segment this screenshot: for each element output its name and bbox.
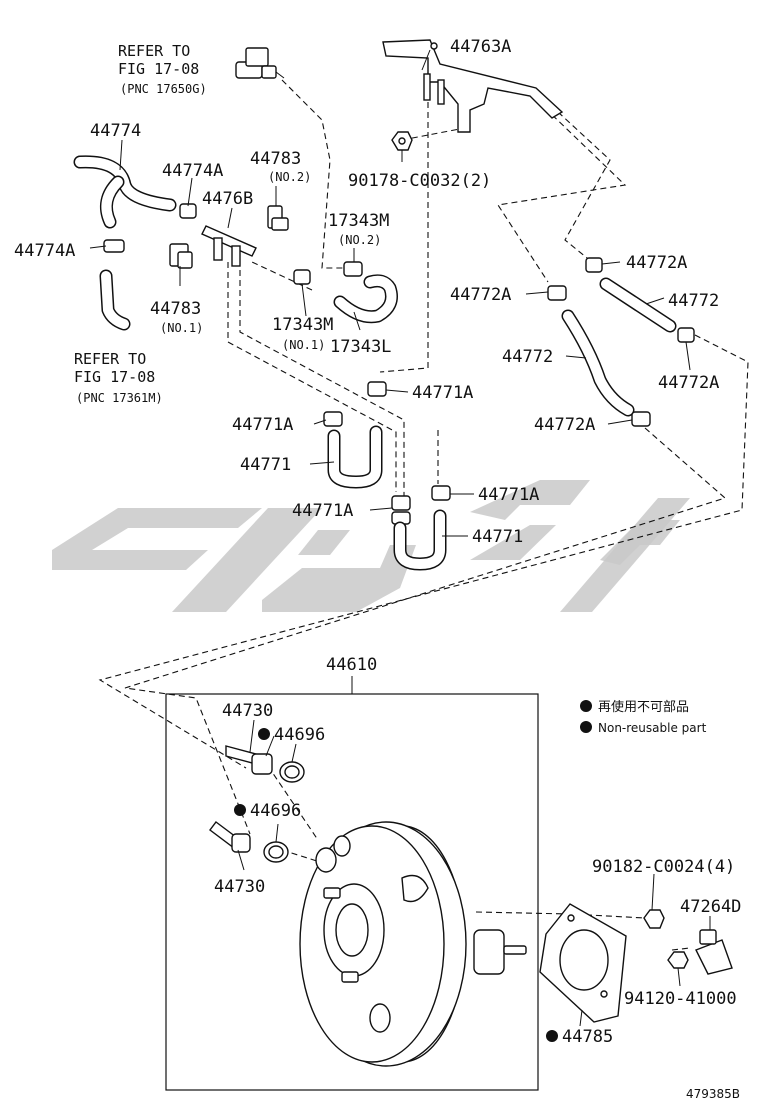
hose-44772-right-part (585, 257, 695, 343)
label-44771A-center: 44771A (412, 383, 473, 403)
clamp-44771A-center-part (367, 381, 387, 397)
ref-left-line2: FIG 17-08 (74, 368, 155, 386)
label-44771A-right: 44771A (478, 485, 539, 505)
label-44763A: 44763A (450, 37, 511, 57)
watermark-logo (52, 480, 690, 612)
vsv-valve-part (235, 47, 285, 79)
label-44774: 44774 (90, 121, 141, 141)
label-17343M-top-sub: (NO.2) (338, 233, 381, 247)
leader-lines (89, 49, 711, 1027)
check-valve-44730-bottom-part (209, 821, 251, 853)
label-44772A-right: 44772A (658, 373, 719, 393)
label-44771-right: 44771 (472, 527, 523, 547)
label-17343M-bottom: 17343M (272, 315, 333, 335)
non-reusable-dot-44696-top (258, 728, 270, 740)
ref-left-line3: (PNC 17361M) (76, 391, 163, 405)
hose-44772-left-part (547, 285, 651, 427)
label-44785: 44785 (562, 1027, 613, 1047)
label-44774A-left: 44774A (14, 241, 75, 261)
label-44771A-mid: 44771A (292, 501, 353, 521)
ref-left-line1: REFER TO (74, 350, 146, 368)
legend-dot-jp (580, 700, 592, 712)
label-44771-left: 44771 (240, 455, 291, 475)
catalog-number: 479385B (686, 1087, 740, 1101)
label-44772A-bottom: 44772A (534, 415, 595, 435)
ref-top-line1: REFER TO (118, 42, 190, 60)
label-17343M-top: 17343M (328, 211, 389, 231)
ref-fig-17650G: REFER TO FIG 17-08 (PNC 17650G) (118, 42, 207, 96)
legend: 再使用不可部品 Non-reusable part (580, 699, 707, 735)
nut-90178-part (391, 131, 413, 151)
ref-top-line3: (PNC 17650G) (120, 82, 207, 96)
legend-dot-en (580, 721, 592, 733)
label-44771A-left: 44771A (232, 415, 293, 435)
label-90178: 90178-C0032(2) (348, 171, 491, 191)
label-44772A-top-left: 44772A (450, 285, 511, 305)
clamp-17343M-part (293, 261, 363, 285)
part-labels: 44763A 90178-C0032(2) 44774 44774A 44774… (14, 37, 741, 1047)
label-44730-top: 44730 (222, 701, 273, 721)
legend-en: Non-reusable part (598, 721, 707, 735)
label-90182: 90182-C0024(4) (592, 857, 735, 877)
label-44610: 44610 (326, 655, 377, 675)
hose-44771-right-part (391, 485, 451, 571)
label-17343L: 17343L (330, 337, 391, 357)
label-44772A-top-right: 44772A (626, 253, 687, 273)
label-44783-bottom-sub: (NO.1) (160, 321, 203, 335)
hose-17343L-part (333, 274, 398, 324)
label-94120: 94120-41000 (624, 989, 737, 1009)
check-valve-44730-top-part (225, 745, 273, 775)
nut-94120-part (667, 951, 689, 969)
ref-top-line2: FIG 17-08 (118, 60, 199, 78)
label-17343M-bottom-sub: (NO.1) (282, 338, 325, 352)
label-44783-top-sub: (NO.2) (268, 170, 311, 184)
label-44696-top: 44696 (274, 725, 325, 745)
non-reusable-dot-44785 (546, 1030, 558, 1042)
bracket-47264D-part (695, 929, 733, 975)
label-44783-bottom: 44783 (150, 299, 201, 319)
nut-90182-part (643, 909, 665, 929)
label-47264D: 47264D (680, 897, 741, 917)
gasket-44785-part (539, 903, 627, 1023)
bracket-44783-no2-part (267, 205, 289, 231)
connection-lines (98, 72, 749, 951)
clamp-44774A-part (103, 203, 197, 253)
bracket-44783-no1-part (169, 243, 193, 269)
label-44730-bottom: 44730 (214, 877, 265, 897)
grommet-44696-top-part (279, 761, 305, 783)
hose-ref-17361M-part (99, 269, 131, 331)
hose-44774-part (73, 155, 177, 229)
bracket-44763A-part (382, 39, 564, 133)
grommet-44696-bottom-part (263, 841, 289, 863)
booster-frame (165, 676, 539, 1091)
hose-44771-left-part (323, 411, 383, 489)
label-4476B: 4476B (202, 189, 253, 209)
union-4476B-part (201, 225, 257, 267)
label-44774A-top: 44774A (162, 161, 223, 181)
label-44772-left: 44772 (502, 347, 553, 367)
legend-jp: 再使用不可部品 (598, 699, 689, 715)
label-44772-right: 44772 (668, 291, 719, 311)
ref-fig-17361M: REFER TO FIG 17-08 (PNC 17361M) (74, 350, 163, 405)
non-reusable-dot-44696-bottom (234, 804, 246, 816)
label-44696-bottom: 44696 (250, 801, 301, 821)
label-44783-top: 44783 (250, 149, 301, 169)
brake-booster-44610-part (299, 821, 527, 1067)
